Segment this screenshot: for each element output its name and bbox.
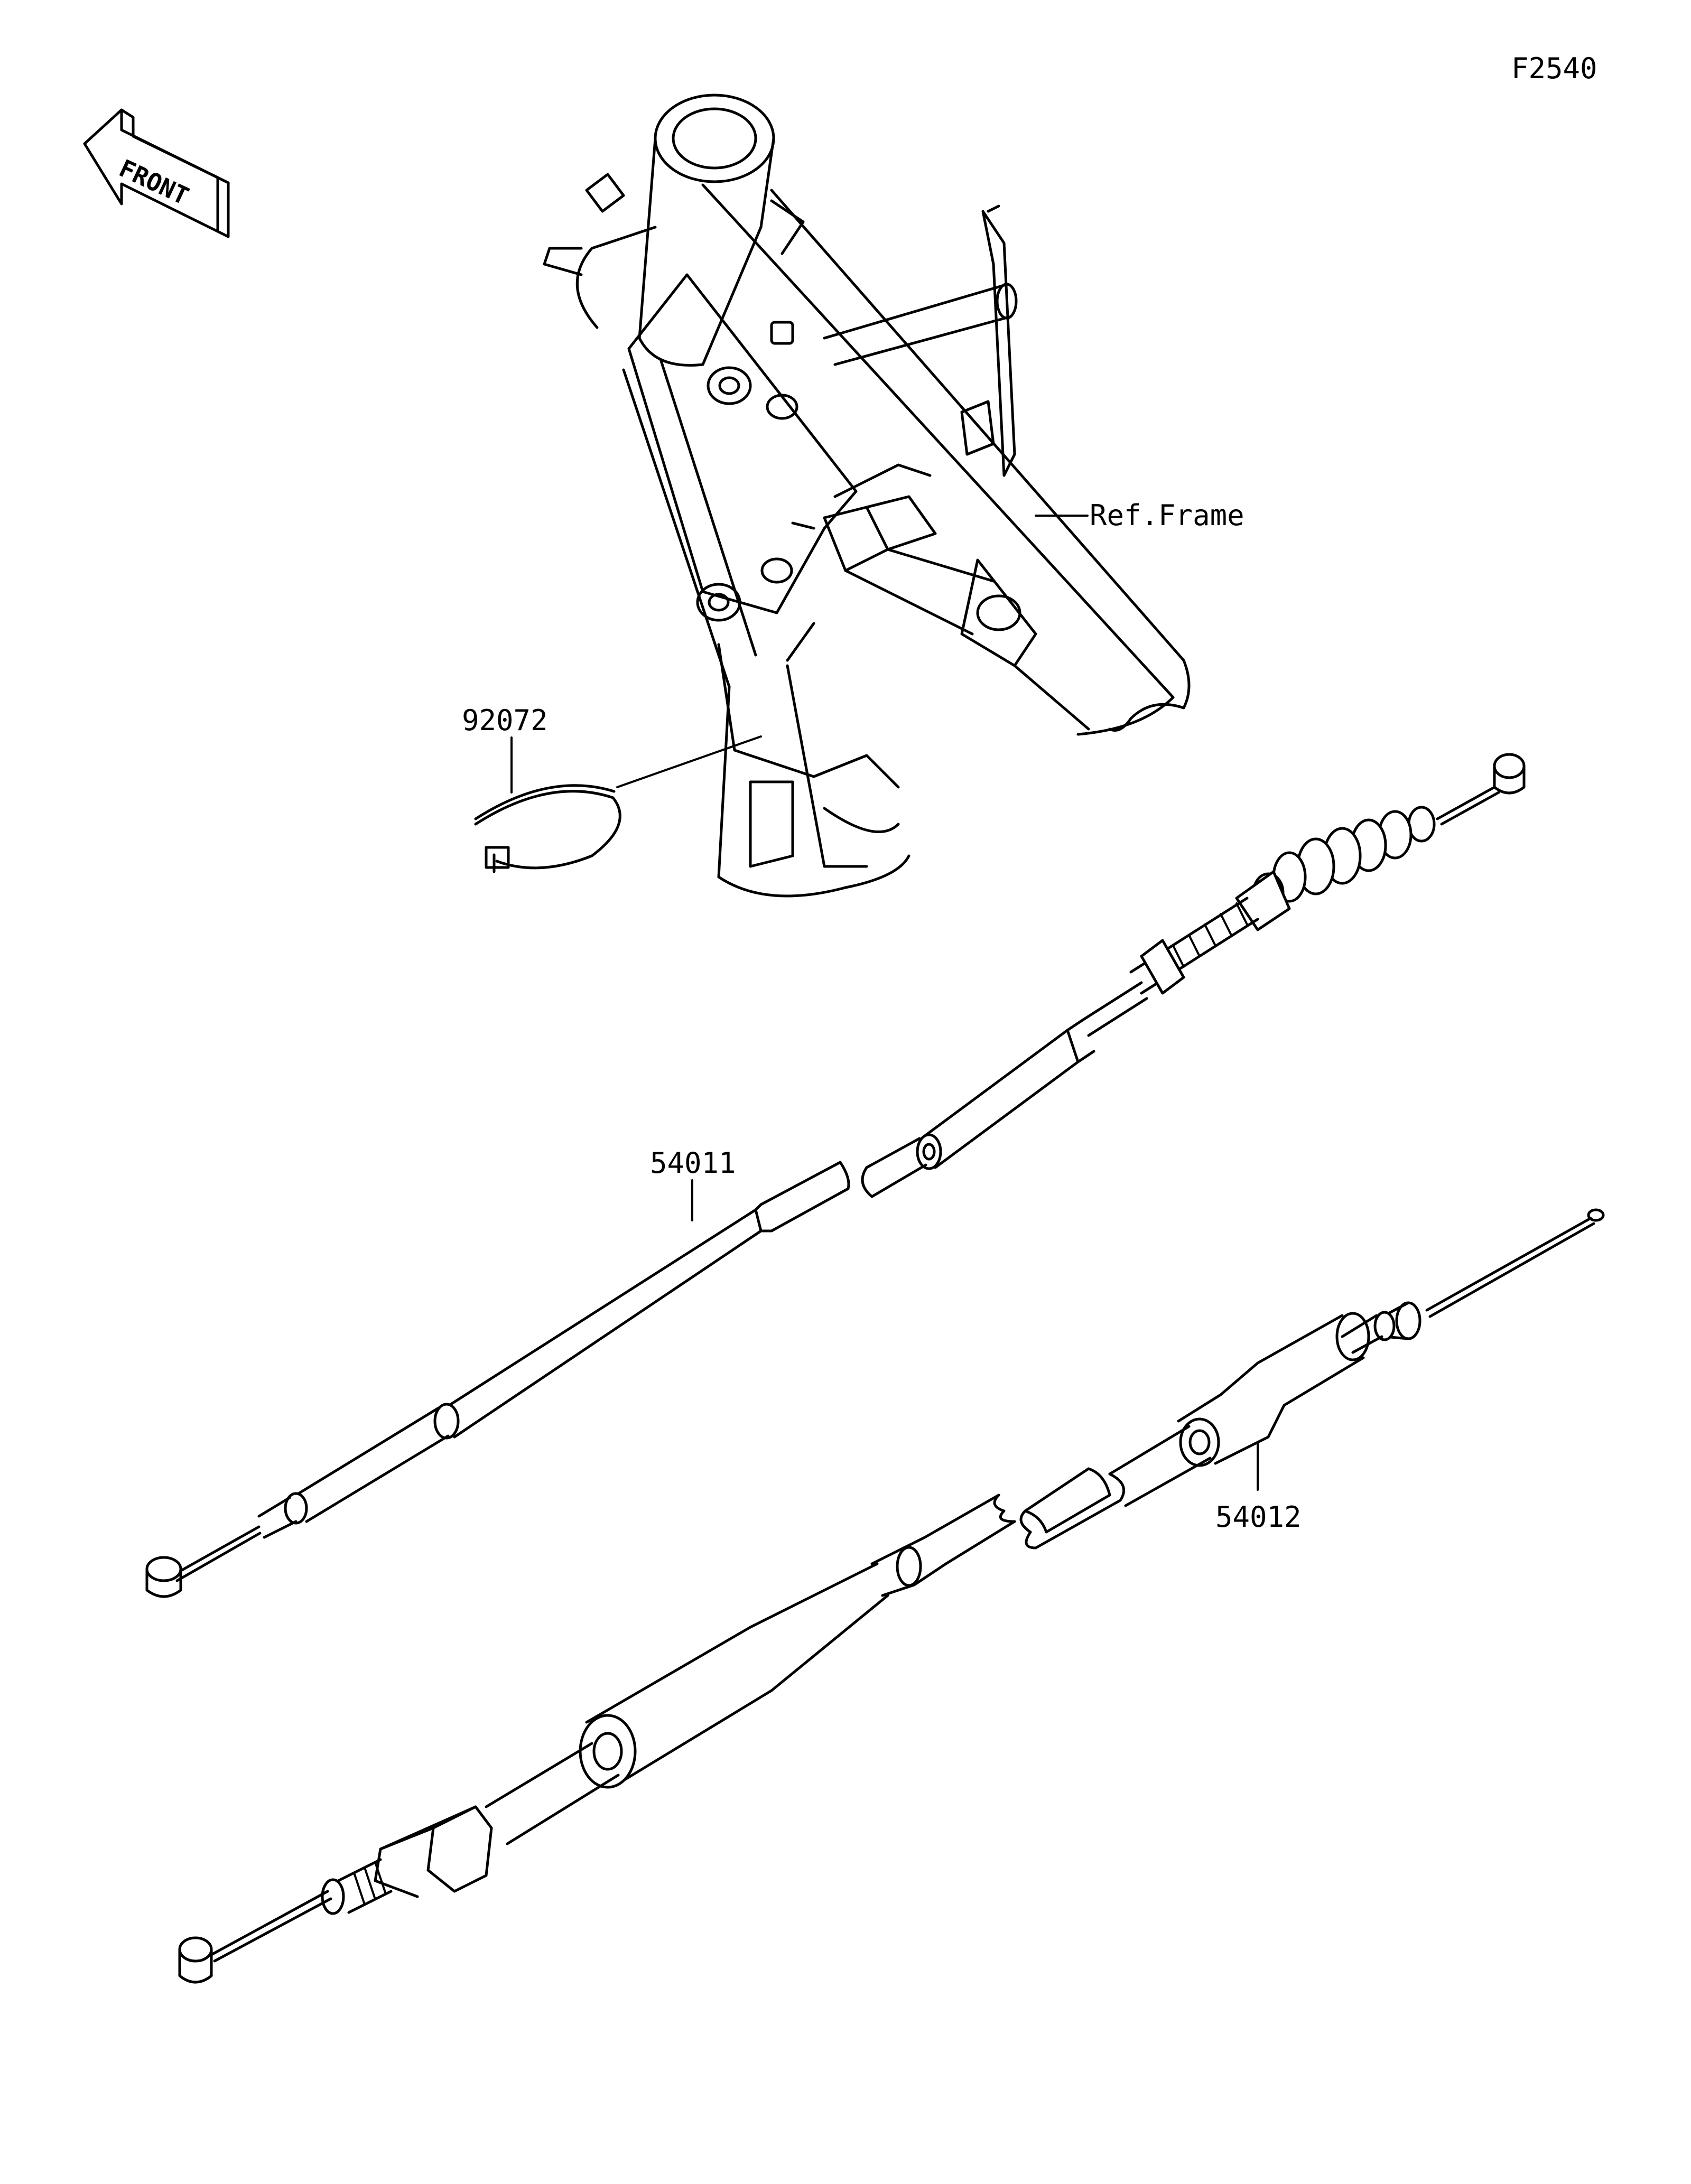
cable-54011-drawing: [145, 753, 1526, 1598]
part-label-92072: 92072: [462, 704, 548, 737]
part-label-54011: 54011: [650, 1146, 736, 1180]
band-92072-drawing: [474, 784, 621, 873]
diagram-id: F2540: [1511, 52, 1597, 85]
ref-frame-label: Ref.Frame: [1090, 499, 1244, 532]
part-label-54012: 54012: [1215, 1500, 1302, 1534]
cable-54012-drawing: [178, 1208, 1605, 1984]
frame-drawing: [543, 94, 1191, 898]
front-arrow-icon: FRONT: [83, 108, 230, 238]
